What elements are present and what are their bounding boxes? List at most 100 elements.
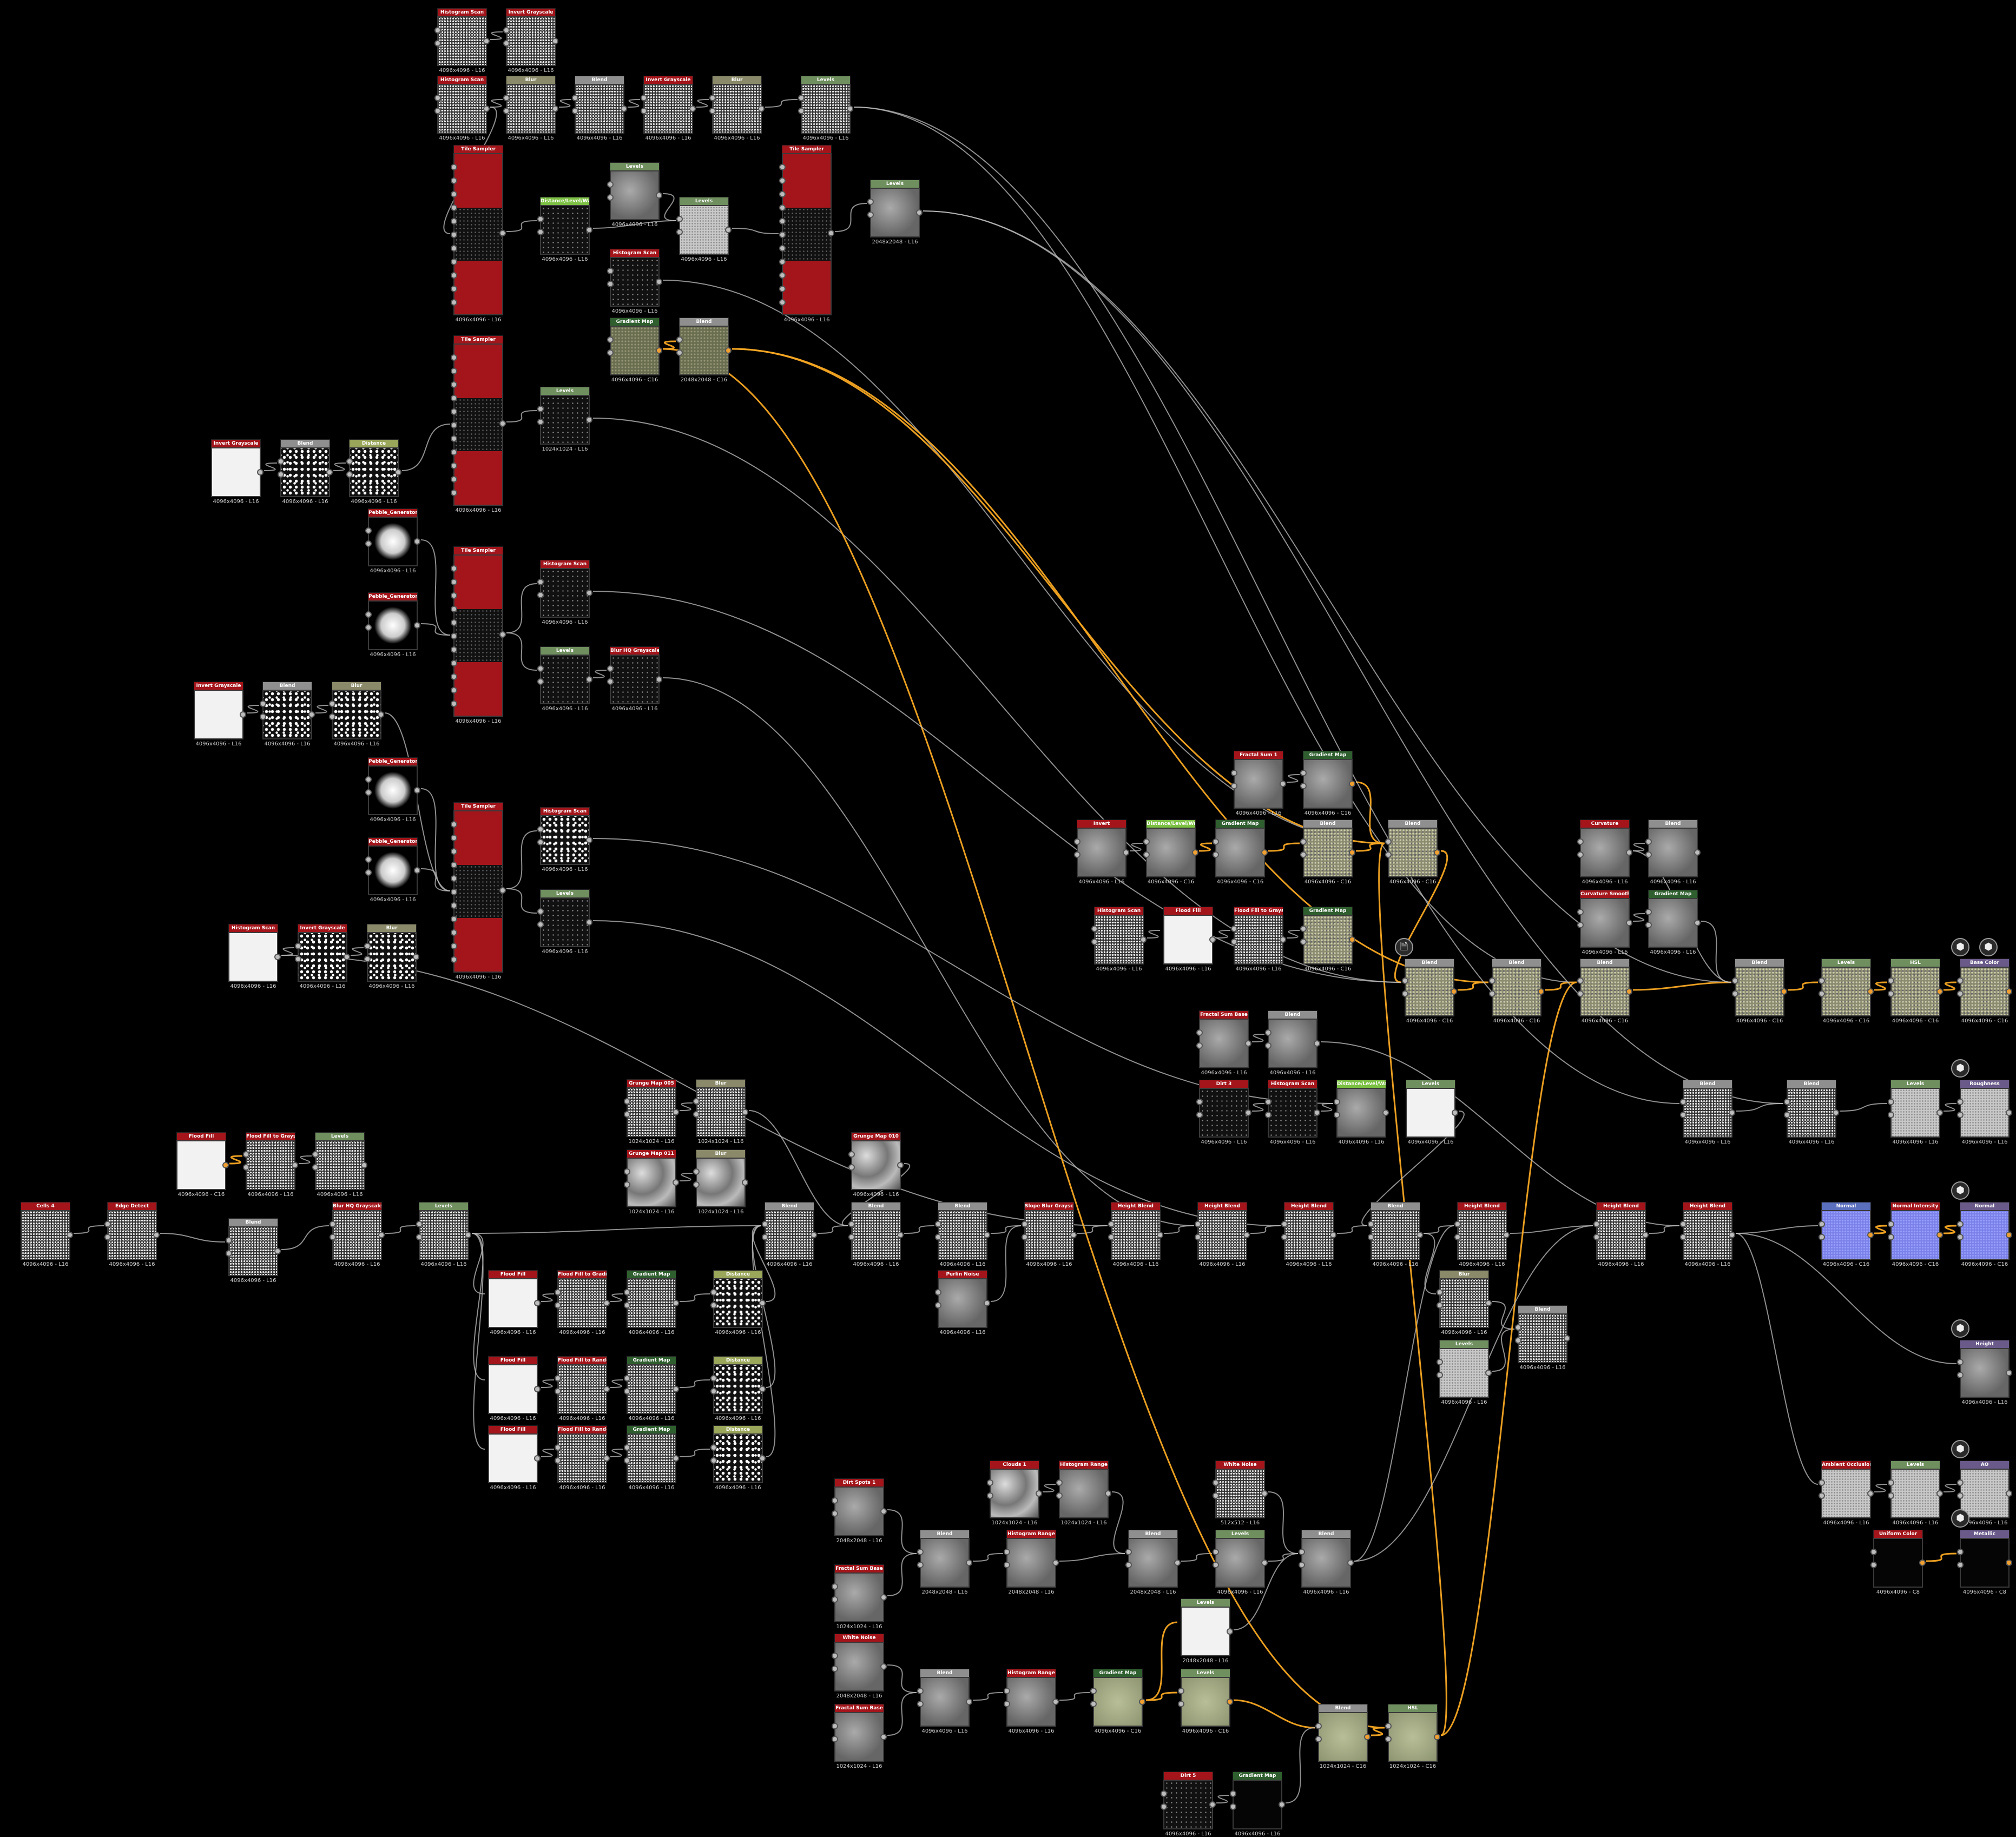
output-port[interactable] — [586, 919, 592, 926]
input-port[interactable] — [798, 95, 805, 101]
connection-wire[interactable] — [1336, 1225, 1368, 1234]
connection-wire[interactable] — [1320, 1103, 1334, 1112]
output-port[interactable] — [1052, 1699, 1059, 1705]
output-port[interactable] — [984, 1300, 990, 1306]
input-port[interactable] — [1213, 838, 1219, 845]
input-port[interactable] — [295, 943, 301, 949]
input-port[interactable] — [1819, 1492, 1825, 1499]
connection-wire[interactable] — [1251, 1034, 1265, 1042]
connection-wire[interactable] — [887, 1509, 917, 1554]
output-port[interactable] — [1279, 1801, 1285, 1808]
input-port[interactable] — [624, 1388, 630, 1395]
output-port[interactable] — [274, 954, 281, 960]
output-port[interactable] — [1417, 1232, 1423, 1238]
connection-wire[interactable] — [610, 1449, 624, 1457]
input-port[interactable] — [365, 527, 372, 534]
connection-wire[interactable] — [853, 107, 1577, 983]
input-port[interactable] — [1645, 922, 1652, 928]
input-port[interactable] — [779, 286, 786, 292]
input-port[interactable] — [555, 1289, 561, 1296]
connection-wire[interactable] — [1216, 930, 1231, 939]
connection-wire[interactable] — [1059, 1692, 1090, 1701]
input-port[interactable] — [832, 1510, 838, 1517]
output-port[interactable] — [742, 1179, 748, 1186]
output-port[interactable] — [1936, 1232, 1943, 1238]
connection-wire[interactable] — [281, 947, 295, 956]
input-port[interactable] — [503, 95, 510, 101]
input-port[interactable] — [832, 1723, 838, 1729]
output-port[interactable] — [759, 1300, 766, 1306]
connection-wire[interactable] — [592, 920, 1281, 1226]
output-port[interactable] — [689, 105, 696, 112]
input-port[interactable] — [762, 1234, 768, 1240]
input-port[interactable] — [832, 1653, 838, 1659]
output-port[interactable] — [2006, 1370, 2012, 1376]
input-port[interactable] — [572, 95, 578, 101]
input-port[interactable] — [935, 1302, 941, 1309]
input-port[interactable] — [451, 435, 457, 442]
input-port[interactable] — [1957, 1549, 1964, 1555]
input-port[interactable] — [693, 1181, 700, 1188]
input-port[interactable] — [1577, 922, 1584, 928]
connection-wire[interactable] — [841, 1163, 911, 1226]
input-port[interactable] — [1819, 977, 1825, 984]
input-port[interactable] — [1680, 1221, 1686, 1227]
input-port[interactable] — [434, 27, 441, 34]
input-port[interactable] — [676, 229, 683, 235]
output-port[interactable] — [552, 105, 558, 112]
input-port[interactable] — [1888, 990, 1894, 997]
connection-wire[interactable] — [732, 228, 779, 234]
input-port[interactable] — [451, 381, 457, 388]
output-port[interactable] — [414, 787, 420, 794]
output-port[interactable] — [725, 227, 732, 233]
input-port[interactable] — [1004, 1549, 1010, 1555]
connection-wire[interactable] — [1077, 1225, 1108, 1234]
output-port[interactable] — [1349, 781, 1355, 787]
connection-wire[interactable] — [887, 1664, 917, 1693]
input-port[interactable] — [312, 1164, 319, 1171]
input-port[interactable] — [226, 1237, 232, 1244]
connection-wire[interactable] — [1649, 1225, 1680, 1234]
input-port[interactable] — [451, 606, 457, 612]
input-port[interactable] — [1074, 851, 1081, 858]
input-port[interactable] — [1957, 1479, 1964, 1486]
input-port[interactable] — [624, 1289, 630, 1296]
connection-wire[interactable] — [229, 1155, 243, 1165]
input-port[interactable] — [710, 1388, 717, 1395]
output-port[interactable] — [1382, 1109, 1389, 1116]
connection-wire[interactable] — [1943, 981, 1957, 991]
input-port[interactable] — [1091, 939, 1098, 945]
input-port[interactable] — [676, 349, 683, 356]
input-port[interactable] — [1957, 1492, 1964, 1499]
connection-wire[interactable] — [1268, 1491, 1299, 1554]
input-port[interactable] — [364, 943, 371, 949]
output-port[interactable] — [1261, 849, 1268, 856]
input-port[interactable] — [451, 660, 457, 666]
output-port[interactable] — [326, 469, 333, 475]
input-port[interactable] — [848, 1151, 855, 1158]
connection-wire[interactable] — [679, 1379, 710, 1388]
input-port[interactable] — [1454, 1234, 1461, 1240]
